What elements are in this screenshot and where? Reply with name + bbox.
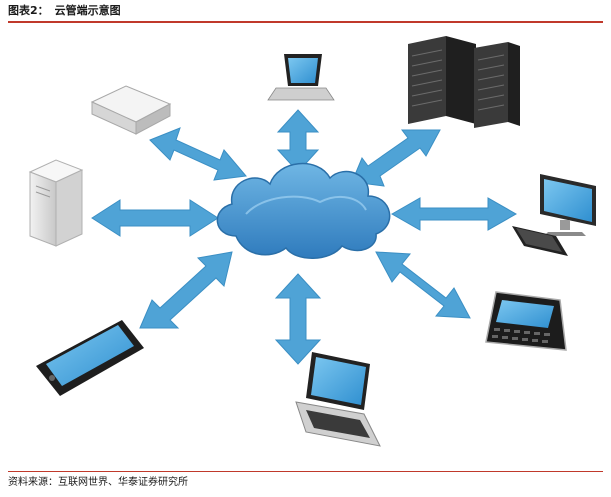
figure-title: 云管端示意图 — [54, 4, 121, 17]
laptop-icon — [267, 54, 335, 101]
arrow-lower-right — [375, 251, 471, 319]
source-note: 资料来源：互联网世界、华泰证券研究所 — [8, 477, 188, 488]
smartphone-icon — [36, 320, 144, 396]
figure-label: 图表2： — [8, 4, 49, 17]
arrow-left — [91, 199, 219, 237]
laptop-icon-bottom — [295, 352, 381, 447]
arrow-upper-right — [351, 129, 441, 187]
arrow-lower-left — [139, 251, 233, 329]
set-top-box-icon — [90, 85, 172, 135]
pc-tower-icon — [28, 159, 84, 247]
figure-header: 图表2： 云管端示意图 — [8, 2, 121, 20]
arrow-upper-left — [149, 127, 247, 181]
cloud-icon — [216, 162, 391, 259]
cloud-pipe-terminal-diagram — [28, 36, 596, 447]
arrow-bottom — [274, 273, 322, 365]
server-rack-icon — [408, 36, 520, 128]
mobile-phone-icon — [485, 291, 567, 351]
desktop-computer-icon — [512, 174, 596, 256]
header-rule — [8, 21, 603, 23]
footer-rule — [8, 471, 603, 472]
arrow-top — [276, 109, 320, 173]
arrow-right — [390, 197, 518, 231]
